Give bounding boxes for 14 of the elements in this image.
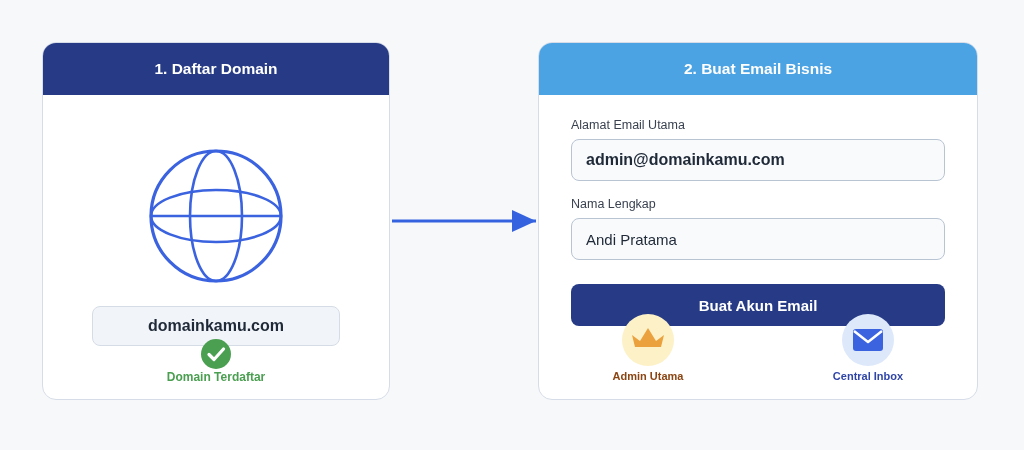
email-input-field: admin@domainkamu.com — [571, 139, 945, 181]
domain-field: domainkamu.com — [92, 306, 340, 346]
name-input-field: Andi Pratama — [571, 218, 945, 260]
step-card — [538, 42, 978, 400]
icon-caption: Admin Utama — [612, 370, 684, 383]
create-account-button: Buat Akun Email — [571, 284, 945, 326]
icon-caption: Central Inbox — [832, 370, 904, 383]
card-header: 2. Buat Email Bisnis — [539, 43, 977, 95]
arrow — [392, 210, 536, 232]
step-card — [42, 42, 390, 400]
status-caption: Domain Terdaftar — [166, 371, 266, 385]
card-header: 1. Daftar Domain — [43, 43, 389, 95]
field-label: Alamat Email Utama — [571, 118, 685, 133]
field-label: Nama Lengkap — [571, 197, 656, 212]
